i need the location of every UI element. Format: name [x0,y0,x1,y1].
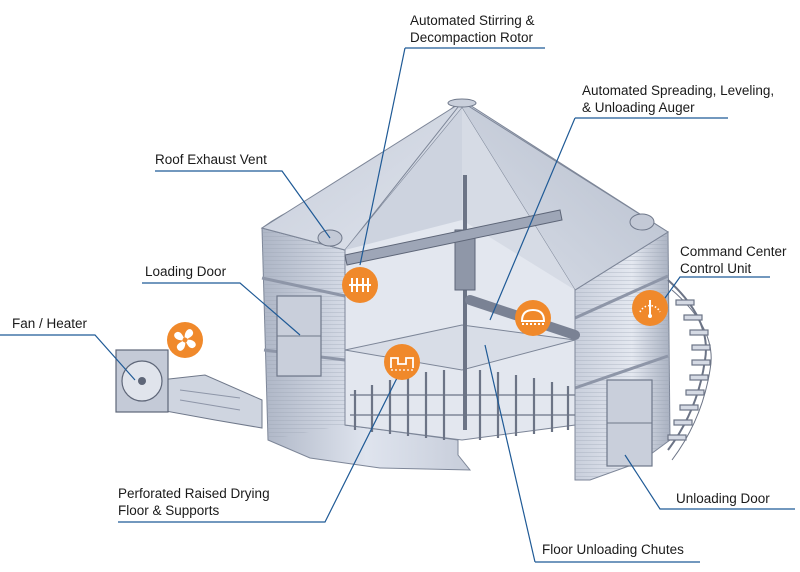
grain-bin [260,98,712,481]
leader-fan-heater [0,334,136,381]
leader-floor-chutes [484,344,700,563]
floor-supports [350,370,575,440]
auger-icon [515,300,551,336]
label-loading-door: Loading Door [145,264,227,279]
label-stirring-rotor: Automated Stirring & Decompaction Rotor [410,13,535,45]
label-raised-floor: Perforated Raised Drying Floor & Support… [118,486,270,518]
rotor-icon [342,267,378,303]
label-floor-chutes: Floor Unloading Chutes [542,542,684,557]
floor-icon [384,344,420,380]
leader-lines [0,47,795,563]
label-roof-vent: Roof Exhaust Vent [155,152,267,167]
leader-unloading-door [624,454,795,510]
leader-spreading-auger [489,117,728,321]
fan-icon [167,322,203,358]
leader-stirring-rotor [359,47,545,266]
label-unloading-door: Unloading Door [676,491,770,506]
label-command-center: Command Center Control Unit [680,244,787,276]
leader-command-center [659,276,770,306]
air-duct [159,374,263,429]
spiral-stairs [667,279,712,461]
leader-raised-floor [118,371,401,523]
label-fan-heater: Fan / Heater [12,316,88,331]
label-spreading-auger: Automated Spreading, Leveling, & Unloadi… [582,83,775,115]
auger-beam [344,209,563,266]
leader-roof-vent [155,170,331,239]
leader-loading-door [142,282,301,336]
fan-heater-unit [115,349,263,429]
gauge-icon [632,290,668,326]
